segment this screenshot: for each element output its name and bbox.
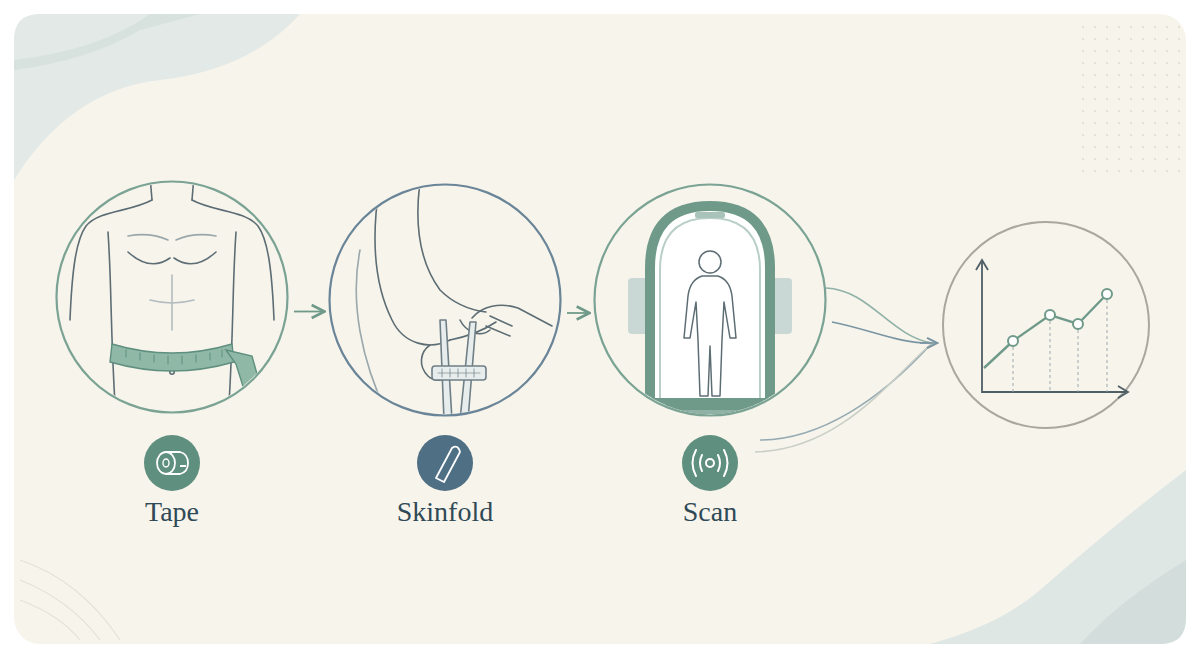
scan-node: Scan bbox=[593, 183, 827, 417]
flow-arrow bbox=[567, 312, 588, 314]
flow-arrow bbox=[294, 311, 323, 313]
node-label: Skinfold bbox=[288, 496, 602, 528]
circle-outline bbox=[328, 183, 562, 417]
scan-badge bbox=[682, 435, 738, 491]
torso-figure bbox=[70, 176, 274, 420]
body-scanner bbox=[628, 206, 792, 416]
tape-node: Tape bbox=[55, 180, 289, 414]
circle-outline bbox=[55, 180, 289, 414]
background-panel bbox=[14, 14, 1186, 644]
tape-badge bbox=[144, 435, 200, 491]
circle-outline bbox=[593, 183, 827, 417]
decor-blob bbox=[930, 470, 1186, 644]
node-label: Scan bbox=[553, 496, 867, 528]
node-label: Tape bbox=[15, 496, 329, 528]
skinfold-node: Skinfold bbox=[328, 183, 562, 417]
caliper-badge bbox=[417, 435, 473, 491]
flow-lines bbox=[755, 288, 936, 452]
progress-chart bbox=[943, 222, 1149, 428]
decor-blob bbox=[14, 14, 300, 180]
